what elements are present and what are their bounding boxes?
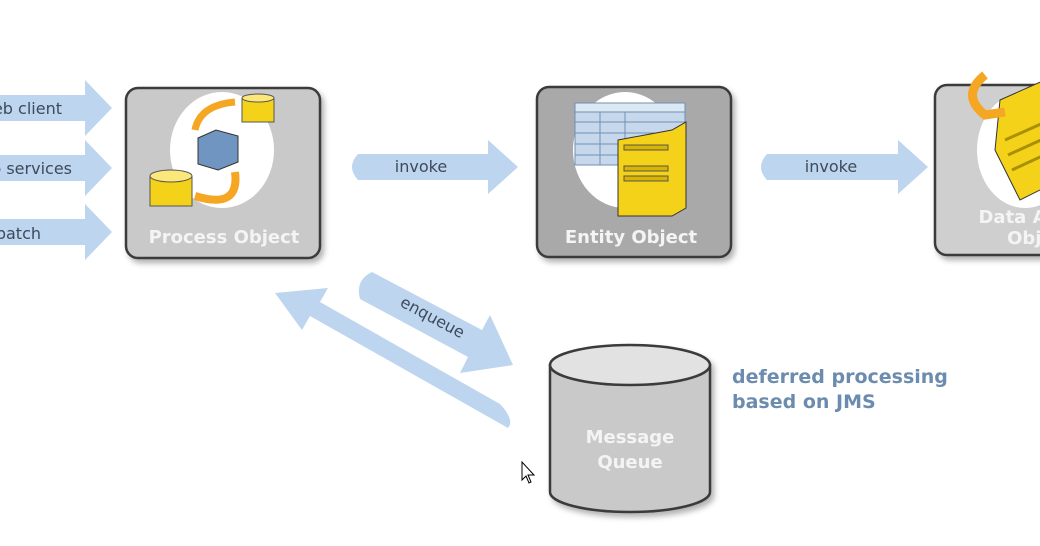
queue-label-line2: Queue <box>597 452 662 473</box>
entity-server-icon <box>617 121 687 217</box>
input-arrow-batch: batch <box>0 204 112 260</box>
invoke-arrow-1: invoke <box>352 140 518 194</box>
process-object-label: Process Object <box>149 227 300 248</box>
input-arrow-web-services: web services <box>0 140 112 196</box>
note-line2: based on JMS <box>732 391 876 413</box>
queue-label-line1: Message <box>586 427 675 448</box>
invoke-arrow-2: invoke <box>761 140 928 194</box>
data-access-object-node: Data Access Object <box>933 71 1040 257</box>
invoke-label: invoke <box>395 157 447 176</box>
process-icon <box>149 93 275 207</box>
invoke-label: invoke <box>805 157 857 176</box>
database-icon <box>968 71 1040 201</box>
enqueue-arrow: enqueue <box>358 272 513 373</box>
input-label: web client <box>0 99 62 118</box>
entity-object-label: Entity Object <box>565 227 698 248</box>
process-object-node: Process Object <box>124 86 322 260</box>
input-label: batch <box>0 224 41 243</box>
return-arrow <box>275 288 511 428</box>
message-queue-node <box>548 343 712 514</box>
mouse-cursor-icon <box>521 460 536 484</box>
dao-label-line1: Data Access <box>978 207 1040 228</box>
entity-object-node: Entity Object <box>535 85 733 259</box>
dao-label-line2: Object <box>1007 228 1040 249</box>
note-line1: deferred processing <box>732 366 948 388</box>
input-arrow-web-client: web client <box>0 80 112 136</box>
input-label: web services <box>0 159 72 178</box>
